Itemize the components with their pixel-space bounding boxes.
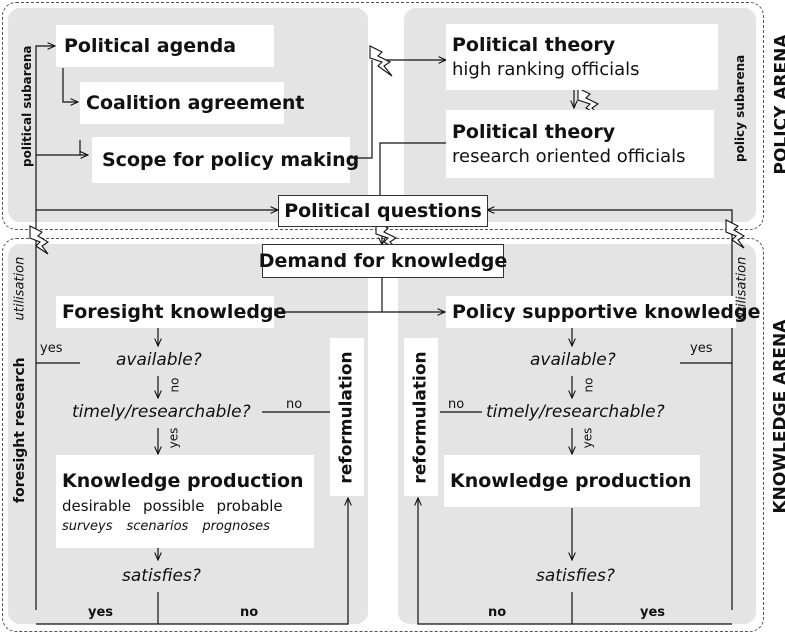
left-timely-question: timely/researchable? xyxy=(72,402,251,422)
left-no-side-label: no xyxy=(286,397,303,412)
right-timely-question: timely/researchable? xyxy=(486,402,665,422)
political-agenda-box: Political agenda xyxy=(56,25,274,67)
foresight-knowledge-box: Foresight knowledge xyxy=(56,296,286,328)
left-available-question: available? xyxy=(116,350,202,370)
coalition-agreement-box: Coalition agreement xyxy=(80,82,305,124)
left-no-bottom-label: no xyxy=(240,605,259,620)
theory-high-sub: high ranking officials xyxy=(452,59,640,80)
right-production-title: Knowledge production xyxy=(450,470,692,492)
right-production-box: Knowledge production xyxy=(444,455,700,507)
theory-high-box: Political theory high ranking officials xyxy=(446,24,718,90)
knowledge-arena-label: KNOWLEDGE ARENA xyxy=(770,319,785,514)
foresight-research-label: foresight research xyxy=(12,357,28,503)
scope-label: Scope for policy making xyxy=(102,149,360,171)
left-reformulation-label: reformulation xyxy=(336,350,357,484)
right-available-question: available? xyxy=(530,350,616,370)
right-yes-label: yes xyxy=(580,427,595,449)
policy-supportive-box: Policy supportive knowledge xyxy=(446,296,760,328)
right-reformulation-box: reformulation xyxy=(404,338,438,496)
demand-label: Demand for knowledge xyxy=(258,250,508,272)
theory-research-sub: research oriented officials xyxy=(452,146,686,167)
left-yes-side-label: yes xyxy=(40,341,63,356)
desirable-label: desirable xyxy=(62,496,132,515)
theory-high-title: Political theory xyxy=(452,34,616,56)
lightning-icon xyxy=(29,225,50,255)
left-satisfies-question: satisfies? xyxy=(122,566,201,586)
scenarios-label: scenarios xyxy=(126,518,189,534)
prognoses-label: prognoses xyxy=(202,518,270,534)
right-no-bottom-label: no xyxy=(488,605,507,620)
probable-label: probable xyxy=(216,496,283,515)
possible-label: possible xyxy=(143,496,205,515)
right-yes-bottom-label: yes xyxy=(640,605,666,620)
surveys-label: surveys xyxy=(62,518,113,534)
left-yes-bottom-label: yes xyxy=(88,605,114,620)
left-utilisation-label: utilisation xyxy=(12,256,28,321)
political-agenda-label: Political agenda xyxy=(64,35,237,57)
political-questions-label: Political questions xyxy=(284,200,482,222)
right-yes-side-label: yes xyxy=(690,341,713,356)
right-satisfies-question: satisfies? xyxy=(536,566,615,586)
scope-box: Scope for policy making xyxy=(92,137,359,183)
left-yes-label: yes xyxy=(166,427,181,449)
lightning-icon xyxy=(369,45,393,77)
coalition-agreement-label: Coalition agreement xyxy=(86,92,305,114)
demand-box: Demand for knowledge xyxy=(259,244,507,278)
right-utilisation-label: utilisation xyxy=(734,256,750,321)
right-no-label: no xyxy=(581,377,596,393)
left-production-title: Knowledge production xyxy=(62,469,304,492)
lightning-icon xyxy=(725,219,746,249)
political-questions-box: Political questions xyxy=(278,195,488,227)
political-subarena-label: political subarena xyxy=(20,45,34,167)
theory-research-title: Political theory xyxy=(452,121,616,143)
policy-subarena-label: policy subarena xyxy=(733,54,747,162)
foresight-knowledge-label: Foresight knowledge xyxy=(62,301,287,323)
left-reformulation-box: reformulation xyxy=(330,338,364,496)
theory-research-box: Political theory research oriented offic… xyxy=(446,110,714,178)
right-reformulation-label: reformulation xyxy=(410,350,431,484)
left-no-label: no xyxy=(167,377,182,393)
left-production-box: Knowledge production desirable possible … xyxy=(56,455,314,548)
policy-arena-label: POLICY ARENA xyxy=(771,34,785,175)
policy-supportive-label: Policy supportive knowledge xyxy=(452,301,761,323)
right-no-side-label: no xyxy=(448,397,465,412)
